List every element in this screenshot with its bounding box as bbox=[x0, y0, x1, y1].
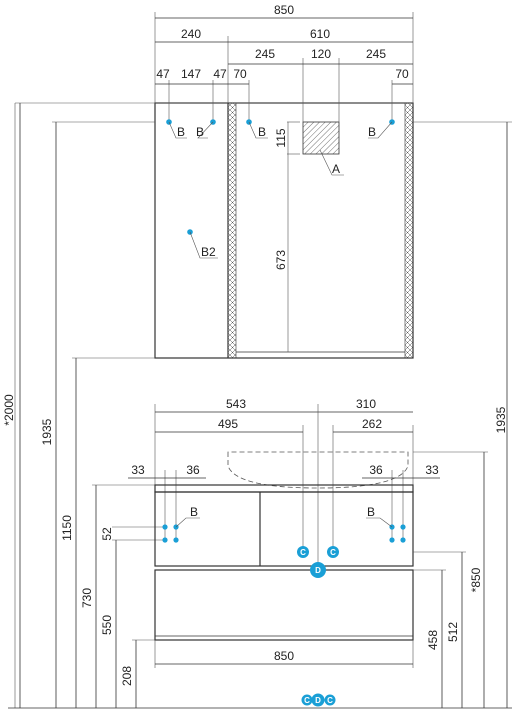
label-a: A bbox=[332, 162, 340, 176]
legend-marker-c2 bbox=[324, 694, 336, 706]
dim-70b: 70 bbox=[395, 67, 409, 81]
countertop bbox=[154, 484, 414, 493]
marker-d bbox=[310, 562, 326, 578]
dim-310: 310 bbox=[356, 397, 376, 411]
dim-33-right: 33 bbox=[425, 463, 439, 477]
dim-h1935-left: 1935 bbox=[40, 418, 54, 445]
dim-262: 262 bbox=[362, 417, 382, 431]
upper-vertical-dimensions: 115 673 bbox=[274, 121, 300, 270]
area-a-hatch bbox=[302, 121, 340, 155]
dim-543: 543 bbox=[226, 397, 246, 411]
label-b-bottom-left: B bbox=[190, 505, 198, 519]
marker-c-right bbox=[327, 546, 339, 558]
upper-left-panel-edge bbox=[227, 102, 237, 359]
marker-c-left-label: C bbox=[300, 548, 306, 557]
label-b-top-1: B bbox=[177, 125, 185, 139]
upper-markers: B B B B B2 A bbox=[166, 119, 395, 259]
dim-h550: 550 bbox=[100, 615, 114, 635]
label-b2: B2 bbox=[201, 245, 216, 259]
dim-mid-245b: 245 bbox=[366, 47, 386, 61]
dim-top-left: 240 bbox=[181, 27, 201, 41]
dim-h52: 52 bbox=[100, 527, 114, 541]
dim-673: 673 bbox=[274, 250, 288, 270]
label-b-bottom-right: B bbox=[367, 505, 375, 519]
top-dimensions: 850 240 610 245 120 245 47 147 47 70 70 bbox=[154, 3, 414, 122]
legend-marker-c1 bbox=[301, 694, 313, 706]
dim-h512: 512 bbox=[446, 622, 460, 642]
dim-bottom-width: 850 bbox=[274, 649, 294, 663]
bottom-legend: C D C bbox=[301, 693, 336, 707]
dim-495: 495 bbox=[218, 417, 238, 431]
dim-47b: 47 bbox=[213, 67, 227, 81]
lower-markers: B B C C D bbox=[162, 505, 406, 578]
marker-c-left bbox=[297, 546, 309, 558]
dim-h2000: *2000 bbox=[2, 394, 16, 426]
lower-cabinet-upper-section bbox=[154, 491, 414, 567]
dim-top-right: 610 bbox=[310, 27, 330, 41]
legend-d-label: D bbox=[315, 696, 321, 705]
label-b-top-4: B bbox=[368, 125, 376, 139]
lower-drawer bbox=[154, 569, 414, 641]
dim-h850-right: *850 bbox=[469, 567, 483, 592]
basin-outline bbox=[227, 451, 409, 489]
dim-h730: 730 bbox=[80, 588, 94, 608]
dim-147: 147 bbox=[181, 67, 201, 81]
marker-d-label: D bbox=[315, 566, 321, 575]
outer-vertical-dimensions: *2000 1935 1935 1150 730 550 52 208 bbox=[2, 102, 512, 709]
lower-cabinet: 543 310 495 262 33 36 36 33 850 458 51 bbox=[128, 397, 488, 708]
dim-h458: 458 bbox=[426, 630, 440, 650]
label-b-top-2: B bbox=[196, 125, 204, 139]
dim-33-left: 33 bbox=[131, 463, 145, 477]
dim-h1150: 1150 bbox=[60, 515, 74, 541]
upper-right-panel-edge bbox=[404, 102, 414, 359]
dim-47a: 47 bbox=[156, 67, 170, 81]
dim-36-left: 36 bbox=[186, 463, 200, 477]
dim-70a: 70 bbox=[233, 67, 247, 81]
dim-36-right: 36 bbox=[369, 463, 383, 477]
dim-mid-245a: 245 bbox=[255, 47, 275, 61]
dim-h208: 208 bbox=[120, 666, 134, 686]
label-b-top-3: B bbox=[258, 125, 266, 139]
legend-marker-d bbox=[311, 693, 325, 707]
dim-top-width: 850 bbox=[274, 3, 294, 17]
marker-c-right-label: C bbox=[330, 548, 336, 557]
dim-mid-120: 120 bbox=[311, 47, 331, 61]
dim-115: 115 bbox=[274, 128, 288, 147]
legend-c2-label: C bbox=[327, 696, 333, 705]
legend-c1-label: C bbox=[304, 696, 310, 705]
dim-h1935-right: 1935 bbox=[494, 406, 508, 433]
